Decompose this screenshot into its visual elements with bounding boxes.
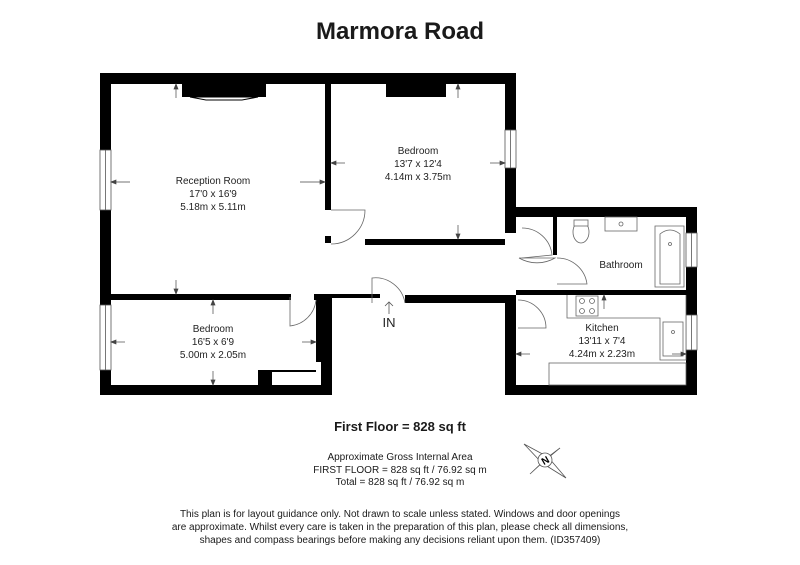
gross-internal-area: Approximate Gross Internal Area FIRST FL…	[250, 452, 550, 490]
windows	[99, 129, 698, 371]
room-size-imperial-bedroom-1: 13'7 x 12'4	[394, 159, 442, 170]
room-size-imperial-kitchen: 13'11 x 7'4	[578, 336, 625, 347]
compass-north-label: N	[540, 455, 552, 468]
kitchen-fixtures	[548, 295, 687, 386]
gia-floor-line: FIRST FLOOR = 828 sq ft / 76.92 sq m	[313, 464, 487, 476]
interior-walls	[111, 84, 686, 385]
room-size-metric-kitchen: 4.24m x 2.23m	[569, 349, 635, 360]
disclaimer-line-1: This plan is for layout guidance only. N…	[179, 509, 621, 520]
room-name-kitchen: Kitchen	[585, 323, 618, 334]
bathroom-fixtures	[572, 216, 685, 288]
plan-title: Marmora Road	[315, 18, 485, 45]
gia-total-line: Total = 828 sq ft / 76.92 sq m	[335, 477, 465, 488]
room-size-metric-reception: 5.18m x 5.11m	[180, 202, 245, 213]
room-name-reception: Reception Room	[176, 176, 250, 187]
room-name-bathroom: Bathroom	[599, 260, 642, 271]
disclaimer: This plan is for layout guidance only. N…	[100, 508, 700, 547]
room-size-imperial-bedroom-2: 16'5 x 6'9	[192, 337, 235, 348]
floor-area-total: First Floor = 828 sq ft	[334, 419, 466, 434]
gia-heading: Approximate Gross Internal Area	[327, 452, 473, 463]
compass-icon: N	[523, 443, 567, 479]
room-size-metric-bedroom-2: 5.00m x 2.05m	[180, 350, 246, 361]
room-labels: Reception Room 17'0 x 16'9 5.18m x 5.11m…	[176, 146, 643, 361]
room-size-imperial-reception: 17'0 x 16'9	[189, 189, 237, 200]
room-name-bedroom-2: Bedroom	[193, 324, 234, 335]
entrance-label: IN	[383, 315, 396, 330]
room-name-bedroom-1: Bedroom	[398, 146, 439, 157]
disclaimer-line-3: shapes and compass bearings before makin…	[199, 535, 601, 546]
room-size-metric-bedroom-1: 4.14m x 3.75m	[385, 172, 451, 183]
doors	[289, 209, 588, 329]
entrance-arrow	[384, 301, 394, 314]
dimension-arrows	[110, 83, 687, 386]
disclaimer-line-2: are approximate. Whilst every care is ta…	[171, 522, 629, 533]
